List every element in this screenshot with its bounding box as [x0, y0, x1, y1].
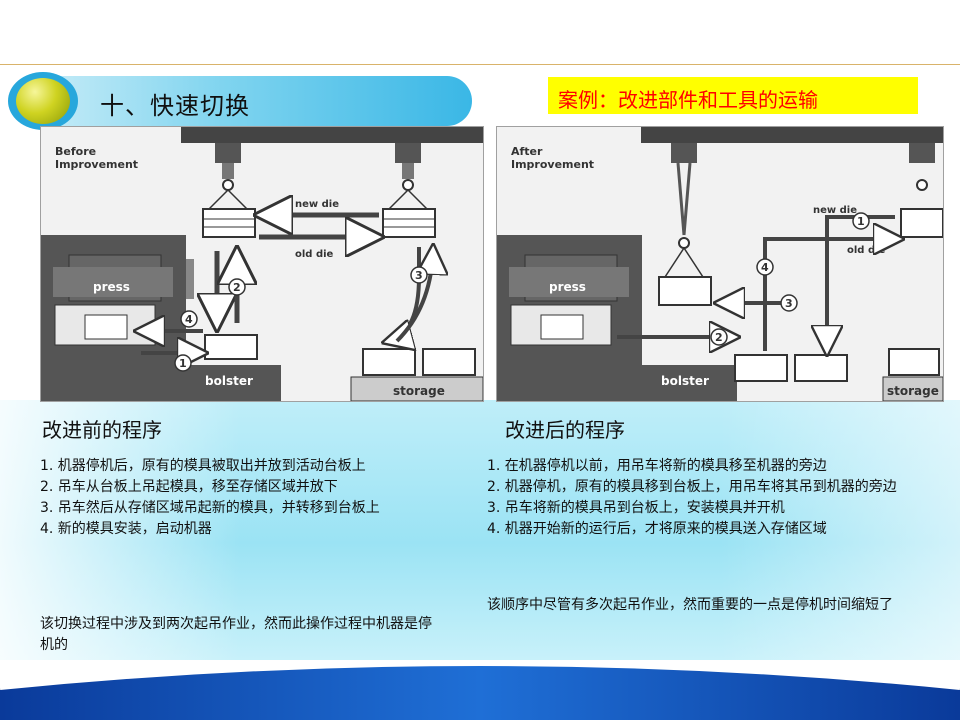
diagram-title-line1: Before	[55, 145, 96, 158]
before-step-3: 3. 吊车然后从存储区域吊起新的模具，并转移到台板上	[40, 500, 380, 516]
after-steps: 1. 在机器停机以前，用吊车将新的模具移至机器的旁边 2. 机器停机，原有的模具…	[487, 456, 937, 540]
storage-die-1	[362, 348, 416, 376]
hoist-right	[388, 143, 428, 210]
bolster-die	[204, 334, 258, 360]
step-num-3: 3	[785, 297, 793, 310]
title-banner	[22, 76, 472, 126]
case-highlight	[548, 77, 918, 114]
after-diagram-svg: After Improvement new die old die press …	[497, 127, 943, 401]
storage-label: storage	[393, 384, 445, 398]
before-improvement-diagram: new die old die Before Improvement press…	[40, 126, 484, 402]
diagram-title-line2: Improvement	[511, 158, 594, 171]
top-divider	[0, 64, 960, 65]
before-steps: 1. 机器停机后，原有的模具被取出并放到活动台板上 2. 吊车从台板上吊起模具，…	[40, 456, 440, 540]
step-num-3: 3	[415, 269, 423, 282]
step-num-4: 4	[761, 261, 769, 274]
new-die-label: new die	[295, 199, 339, 210]
press-machine	[497, 235, 737, 401]
side-die-1	[734, 354, 788, 382]
step3-arrow	[389, 247, 421, 341]
new-die-label: new die	[813, 205, 857, 216]
after-improvement-diagram: After Improvement new die old die press …	[496, 126, 944, 402]
content-background-fade	[0, 400, 960, 660]
press-label: press	[93, 280, 130, 294]
hoist-right	[900, 143, 943, 238]
before-step-4: 4. 新的模具安装，启动机器	[40, 521, 212, 537]
storage-die	[888, 348, 940, 376]
crane-rail	[181, 127, 483, 143]
suspended-die-right	[382, 208, 436, 238]
after-step-2: 2. 机器停机，原有的模具移到台板上，用吊车将其吊到机器的旁边	[487, 479, 897, 495]
before-diagram-svg: new die old die Before Improvement press…	[41, 127, 483, 401]
storage-label: storage	[887, 384, 939, 398]
footer-wave	[0, 640, 960, 720]
footer-wave-svg	[0, 662, 960, 720]
page-title: 十、快速切换	[100, 92, 250, 120]
press-label: press	[549, 280, 586, 294]
crane-rail	[641, 127, 943, 143]
step3-return-arrow	[395, 251, 433, 343]
suspended-die-left	[202, 208, 256, 238]
step-num-2: 2	[233, 281, 241, 294]
step-num-1: 1	[857, 215, 865, 228]
side-die-2	[794, 354, 848, 382]
storage-area	[350, 376, 483, 401]
after-step-1: 1. 在机器停机以前，用吊车将新的模具移至机器的旁边	[487, 458, 827, 474]
after-note: 该顺序中尽管有多次起吊作业，然而重要的一点是停机时间缩短了	[487, 597, 893, 613]
before-step-2: 2. 吊车从台板上吊起模具，移至存储区域并放下	[40, 479, 338, 495]
step4-arrow	[763, 239, 897, 351]
case-label: 案例：改进部件和工具的运输	[558, 88, 818, 112]
step-num-1: 1	[179, 357, 187, 370]
storage-area	[882, 376, 943, 401]
storage-die-2	[422, 348, 476, 376]
step-num-4: 4	[185, 313, 193, 326]
bolster-label: bolster	[205, 374, 253, 388]
diagram-title-line2: Improvement	[55, 158, 138, 171]
hoist-left	[208, 143, 248, 210]
old-die-label: old die	[295, 249, 334, 260]
after-step-4: 4. 机器开始新的运行后，才将原来的模具送入存储区域	[487, 521, 827, 537]
before-heading: 改进前的程序	[42, 418, 162, 442]
old-die-label: old die	[847, 245, 886, 256]
hoist-left	[664, 143, 704, 278]
after-step-3: 3. 吊车将新的模具吊到台板上，安装模具并开机	[487, 500, 785, 516]
title-ball-icon	[16, 78, 70, 124]
before-step-1: 1. 机器停机后，原有的模具被取出并放到活动台板上	[40, 458, 366, 474]
diagram-title-line1: After	[511, 145, 543, 158]
step1-arrow	[827, 215, 895, 349]
press-machine	[41, 235, 281, 401]
before-note: 该切换过程中涉及到两次起吊作业，然而此操作过程中机器是停机的	[40, 616, 432, 653]
bolster-label: bolster	[661, 374, 709, 388]
step-num-2: 2	[715, 331, 723, 344]
suspended-die-left	[658, 276, 712, 306]
after-heading: 改进后的程序	[505, 418, 625, 442]
